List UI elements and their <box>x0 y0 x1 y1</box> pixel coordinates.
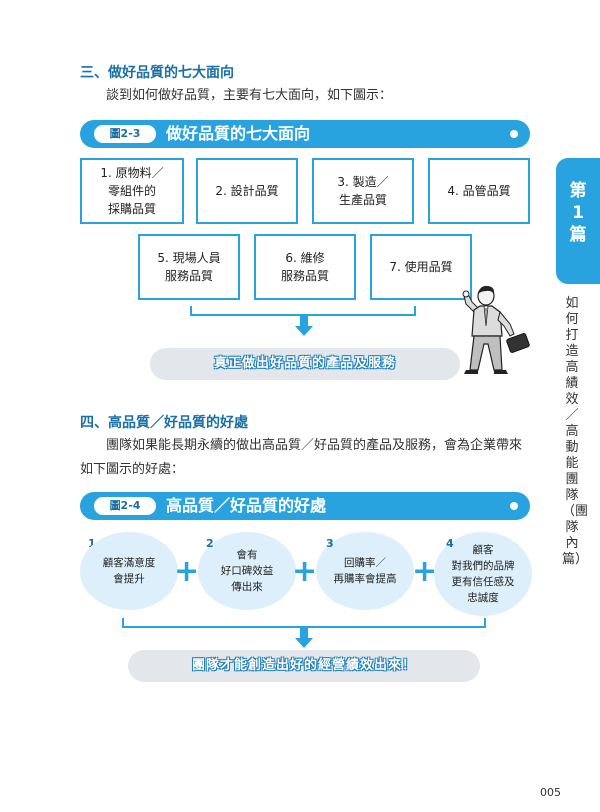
header-dot-icon <box>510 130 518 138</box>
bracket-right-tick <box>484 618 486 628</box>
chapter-tab-label: 第 1 篇 <box>569 181 587 245</box>
bracket-left-tick <box>190 306 192 316</box>
benefit-2-circle: 會有 好口碑效益 傳出來 <box>198 532 296 610</box>
benefit-1-circle: 顧客滿意度 會提升 <box>80 532 178 610</box>
down-arrow-icon <box>295 326 313 336</box>
bracket-left-tick <box>122 618 124 628</box>
quality-box-2: 2. 設計品質 <box>196 158 298 224</box>
plus-icon: + <box>412 554 438 589</box>
benefit-1-number: 1 <box>88 537 96 550</box>
figure-2-3-result: 真正做出好品質的產品及服務 <box>150 348 460 380</box>
quality-box-3: 3. 製造／ 生產品質 <box>312 158 414 224</box>
section-3-heading: 三、做好品質的七大面向 <box>80 65 234 81</box>
header-dot-icon <box>510 502 518 510</box>
chapter-vertical-title: 如何打造高績效／高動能團隊（團隊內篇） <box>562 296 589 567</box>
quality-box-7: 7. 使用品質 <box>370 234 472 300</box>
bracket-line <box>122 626 486 628</box>
figure-2-4-result: 團隊才能創造出好的經營績效出來！ <box>128 650 480 682</box>
plus-icon: + <box>292 554 318 589</box>
quality-box-4: 4. 品管品質 <box>428 158 530 224</box>
arrow-stem <box>300 316 308 326</box>
figure-2-4-label: 圖2-4 <box>94 497 156 515</box>
section-4-heading: 四、高品質／好品質的好處 <box>80 415 248 431</box>
benefit-3-circle: 回購率／ 再購率會提高 <box>316 532 414 610</box>
figure-2-4-header: 圖2-4 高品質／好品質的好處 <box>80 492 530 520</box>
figure-2-3-header: 圖2-3 做好品質的七大面向 <box>80 120 530 148</box>
chapter-tab: 第 1 篇 <box>556 158 600 284</box>
down-arrow-icon <box>295 638 313 648</box>
benefit-4-circle: 顧客 對我們的品牌 更有信任感及 忠誠度 <box>434 532 532 616</box>
quality-box-1: 1. 原物料／ 零組件的 採購品質 <box>80 158 184 224</box>
plus-icon: + <box>174 554 200 589</box>
page-number: 005 <box>540 786 561 799</box>
quality-box-5: 5. 現場人員 服務品質 <box>138 234 240 300</box>
section-3-paragraph: 談到如何做好品質，主要有七大面向，如下圖示： <box>106 88 393 103</box>
arrow-stem <box>300 628 308 638</box>
figure-2-4-title: 高品質／好品質的好處 <box>166 496 327 515</box>
figure-2-3-title: 做好品質的七大面向 <box>166 124 311 143</box>
section-4-paragraph: 團隊如果能長期永續的做出高品質／好品質的產品及服務，會為企業帶來如下圖示的好處： <box>80 438 523 477</box>
businessman-with-briefcase-icon <box>462 285 530 374</box>
benefit-4-number: 4 <box>446 537 454 550</box>
quality-box-6: 6. 維修 服務品質 <box>254 234 356 300</box>
figure-2-3-label: 圖2-3 <box>94 125 156 143</box>
bracket-right-tick <box>414 306 416 316</box>
bracket-line <box>190 314 416 316</box>
benefit-3-number: 3 <box>326 537 334 550</box>
benefit-2-number: 2 <box>206 537 214 550</box>
